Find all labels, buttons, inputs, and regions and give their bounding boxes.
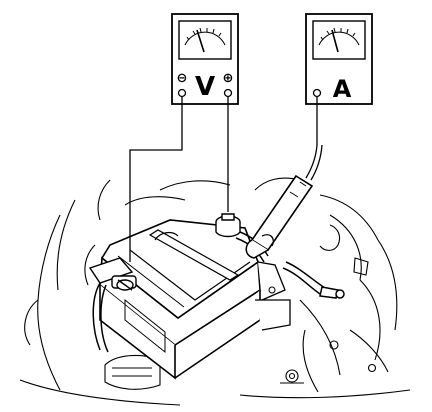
ammeter-needle [331,29,339,53]
ammeter-clamp-probe [245,96,323,259]
ammeter-dial [312,20,366,60]
voltmeter-negative-sign: ⊖ [177,71,188,86]
ammeter: A [305,13,373,105]
positive-battery-terminal [215,213,241,238]
ammeter-lead [305,96,318,179]
voltmeter-negative-jack [177,88,187,98]
ammeter-jack [312,88,322,98]
engine-bay-background [19,177,411,406]
voltmeter-positive-jack [223,88,233,98]
voltmeter-negative-lead [129,96,183,262]
ammeter-symbol: A [333,75,352,103]
battery [99,219,291,380]
voltmeter-dial [178,20,232,60]
voltmeter: ⊖ ⊕ V [171,13,239,105]
voltmeter-test-leads [129,96,229,262]
negative-battery-terminal [88,257,137,291]
voltmeter-symbol: V [195,72,215,102]
voltmeter-needle [196,29,205,53]
voltmeter-positive-sign: ⊕ [223,71,234,86]
